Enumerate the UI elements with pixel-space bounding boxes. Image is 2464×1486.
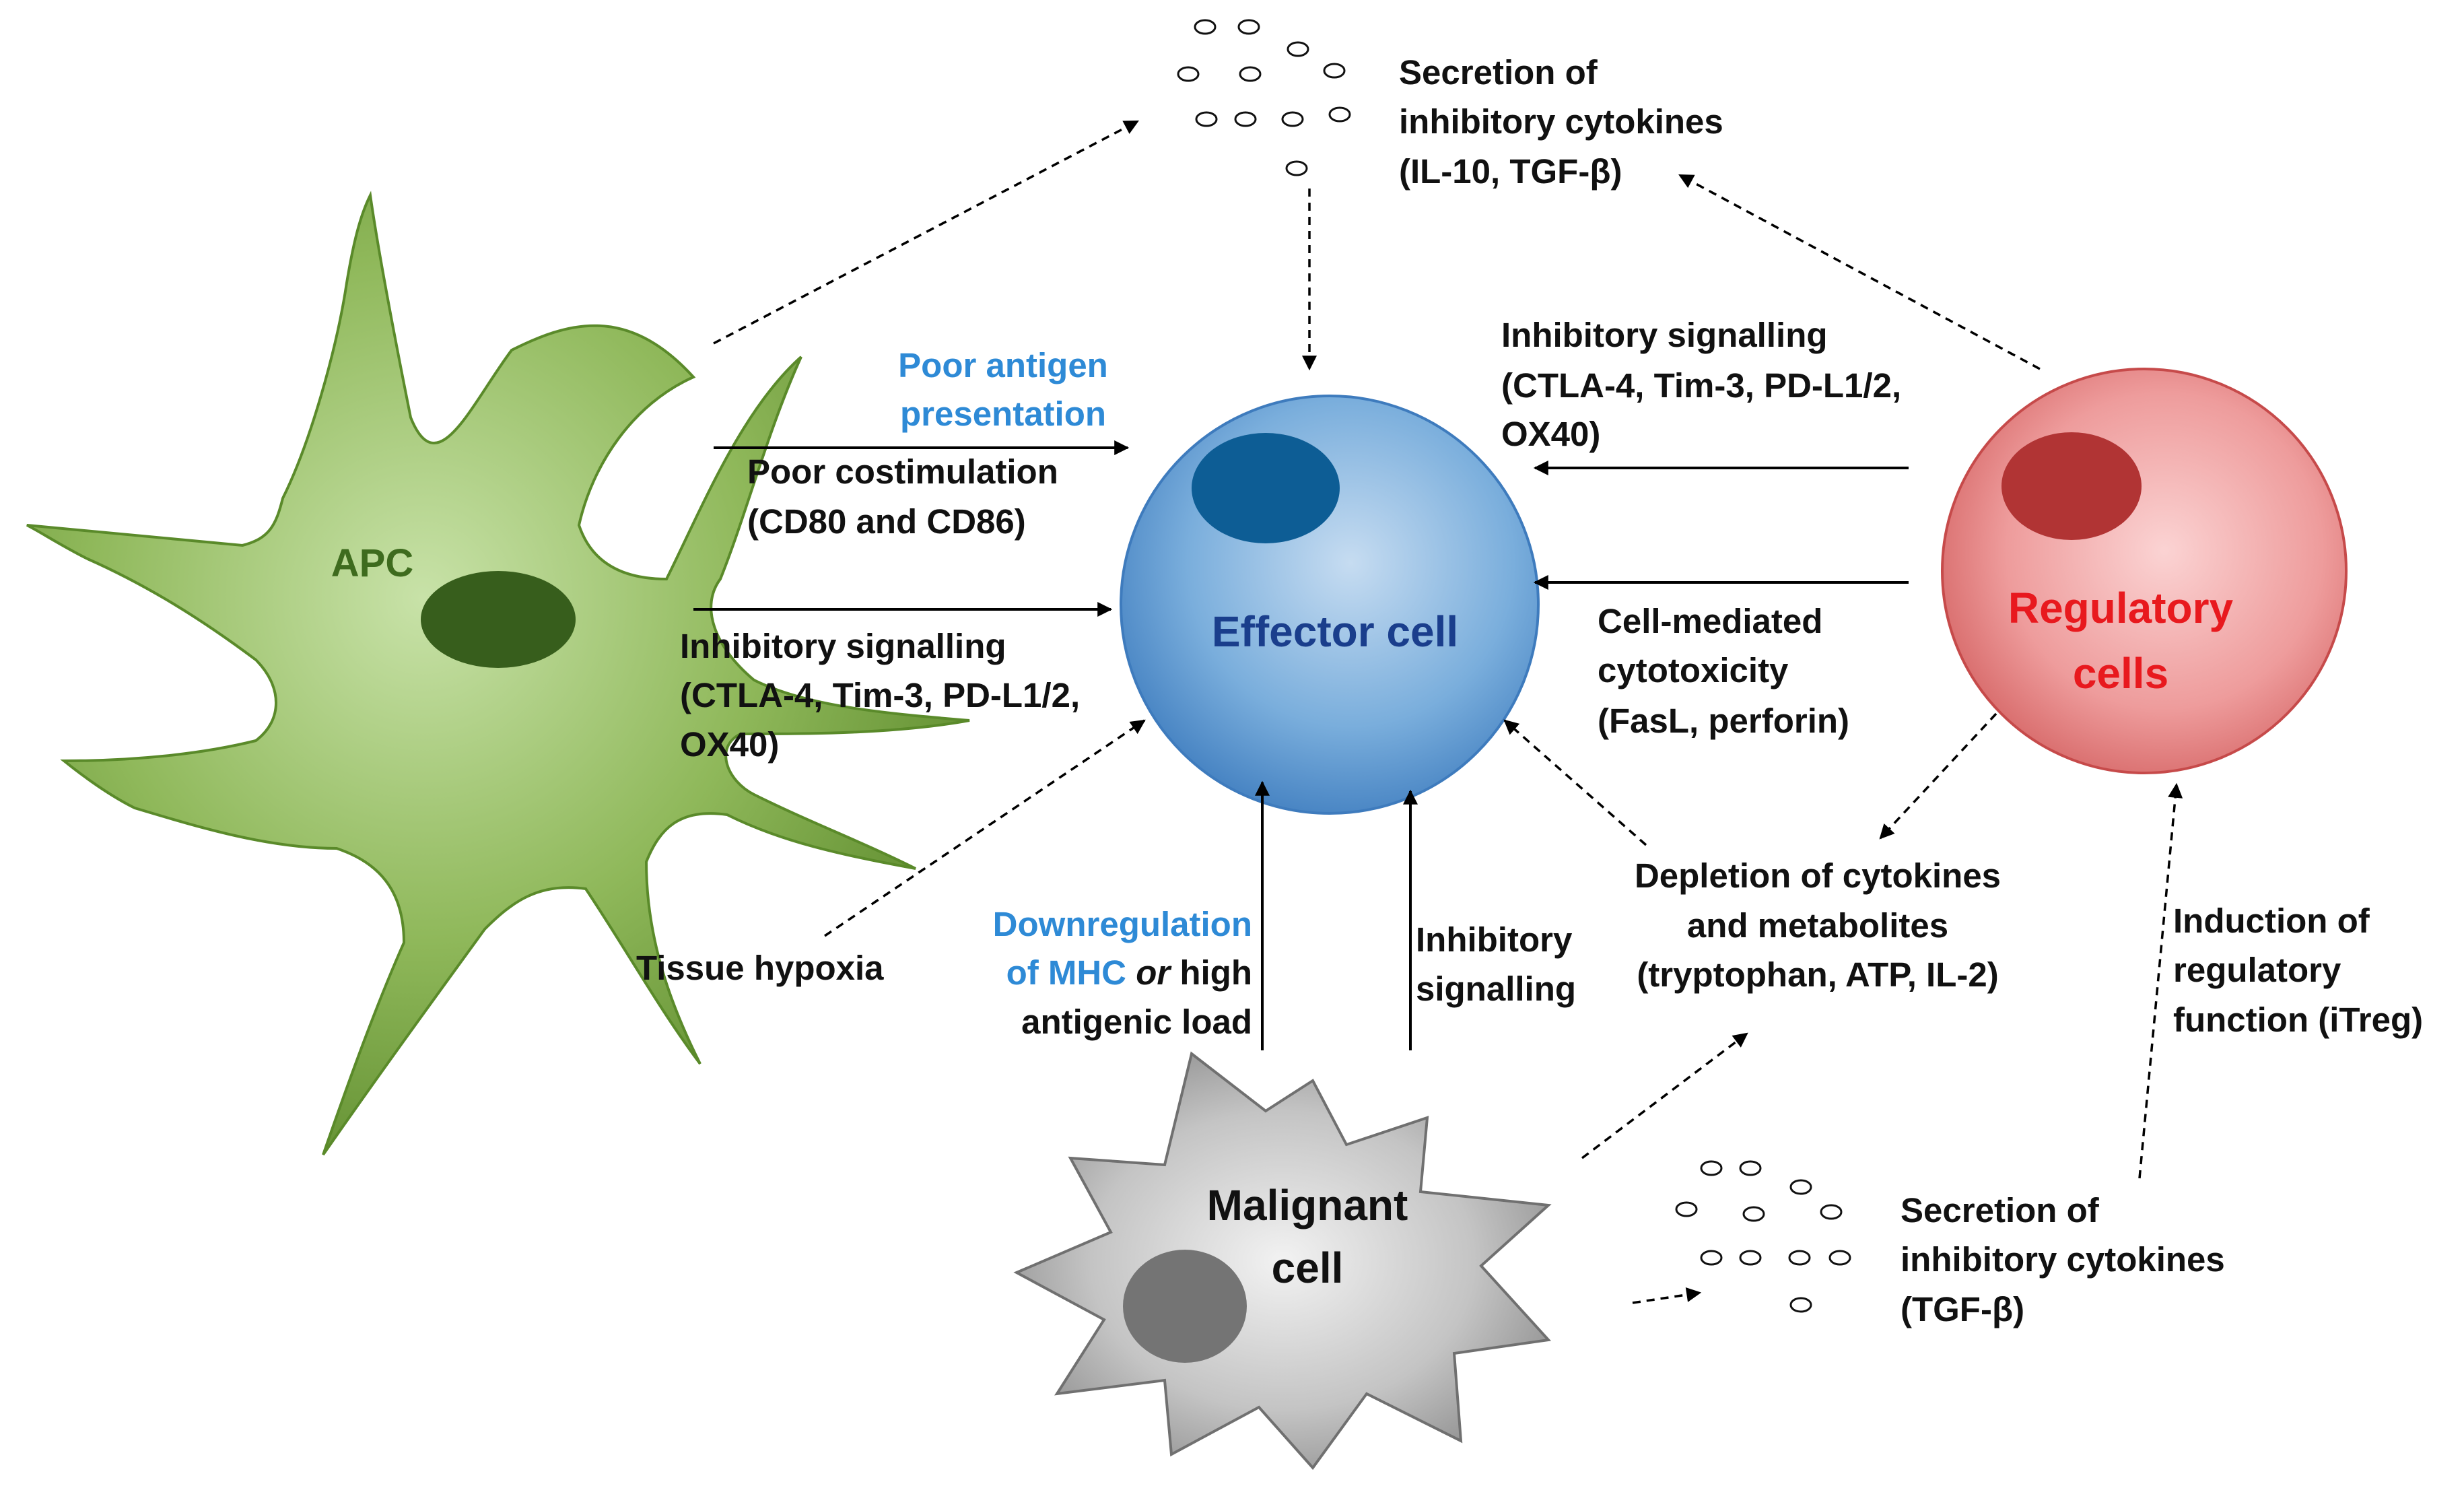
secretion-top-line2: inhibitory cytokines [1399,102,1723,141]
label-tissue-hypoxia: Tissue hypoxia [636,949,884,987]
secretion-bottom-line1: Secretion of [1901,1191,2100,1229]
downreg-line2-rest: high [1170,953,1252,992]
downreg-line2: of MHC or high [1006,953,1252,992]
secretion-top-line3: (IL-10, TGF-β) [1399,152,1622,191]
downreg-line3: antigenic load [1021,1003,1252,1041]
apc-inhib-line1: Inhibitory signalling [680,627,1006,665]
arrow-depletion-to-effector [1503,719,1647,846]
depletion-line1: Depletion of cytokines [1635,856,2001,895]
arrow-hypoxia-to-effector [824,719,1146,937]
secretion-bottom-line3: (TGF-β) [1901,1290,2024,1328]
regulatory-cell-icon [1941,368,2348,774]
label-secretion-bottom: Secretion of inhibitory cytokines (TGF-β… [1901,1191,2225,1328]
secretion-bottom-line2: inhibitory cytokines [1901,1240,2225,1279]
apc-label: APC [331,541,413,585]
label-secretion-top: Secretion of inhibitory cytokines (IL-10… [1399,53,1723,191]
downreg-line2-italic: or [1136,953,1172,992]
apc-cell-icon [26,191,970,1156]
downreg-line2-blue: of MHC [1006,953,1136,992]
reg-inhib-line3: OX40) [1501,415,1600,453]
label-poor-antigen: Poor antigen presentation [898,346,1108,433]
label-reg-inhibitory: Inhibitory signalling (CTLA-4, Tim-3, PD… [1501,316,1901,453]
arrow-reg-to-cytokines [1678,174,2041,370]
regulatory-cell: Regulatory cells [1941,368,2348,774]
depletion-line3: (tryptophan, ATP, IL-2) [1637,955,1998,994]
arrow-apc-to-cytokines [713,120,1139,345]
induction-line3: function (iTreg) [2173,1001,2423,1039]
depletion-line2: and metabolites [1687,906,1948,945]
malignant-cell-icon [1013,1051,1552,1471]
label-cytotoxicity: Cell-mediated cytotoxicity (FasL, perfor… [1598,602,1849,740]
apc-inhib-line2: (CTLA-4, Tim-3, PD-L1/2, [680,676,1080,714]
label-malignant-inhibitory: Inhibitory signalling [1416,920,1576,1008]
label-depletion: Depletion of cytokines and metabolites (… [1635,856,2001,994]
malig-inhib-line1: Inhibitory [1416,920,1573,959]
secretion-top-line1: Secretion of [1399,53,1598,92]
regulatory-label-line1: Regulatory [2008,584,2234,632]
arrow-malignant-to-cytokines [1632,1287,1702,1304]
arrow-cytokines-to-reg [2138,782,2183,1179]
poor-antigen-line1: Poor antigen [898,346,1108,384]
apc-cell: APC [26,191,970,1156]
induction-line2: regulatory [2173,951,2341,989]
poor-costim-line1: Poor costimulation [747,452,1058,491]
malignant-cell: Malignant cell [1013,1051,1552,1471]
poor-antigen-line2: presentation [900,395,1106,433]
dashed-arrows [713,120,2183,1304]
malignant-nucleus [1123,1250,1247,1363]
effector-nucleus [1192,433,1340,543]
reg-inhib-line2: (CTLA-4, Tim-3, PD-L1/2, [1501,366,1901,405]
cytokine-dots-icon [1177,19,1351,176]
effector-cell: Effector cell [1120,395,1540,815]
malignant-label-line2: cell [1272,1244,1344,1292]
malig-inhib-line2: signalling [1416,970,1576,1008]
cytotox-line2: cytotoxicity [1598,651,1789,689]
effector-cell-icon [1120,395,1540,815]
label-induction: Induction of regulatory function (iTreg) [2173,902,2423,1039]
induction-line1: Induction of [2173,902,2370,940]
label-poor-costimulation: Poor costimulation (CD80 and CD86) [747,452,1058,541]
solid-arrows [693,440,1909,1050]
label-downregulation: Downregulation of MHC or high antigenic … [993,905,1252,1041]
arrow-malignant-to-depletion [1581,1032,1748,1159]
arrow-reg-to-depletion [1879,712,1997,840]
reg-inhib-line1: Inhibitory signalling [1501,316,1828,354]
label-apc-inhibitory: Inhibitory signalling (CTLA-4, Tim-3, PD… [680,627,1080,764]
apc-nucleus [421,571,576,668]
malignant-label-line1: Malignant [1207,1181,1408,1229]
cytokine-dots-icon [1675,1160,1851,1313]
regulatory-label-line2: cells [2073,649,2168,698]
poor-costim-line2: (CD80 and CD86) [747,502,1026,541]
effector-label: Effector cell [1212,607,1458,656]
cytotox-line3: (FasL, perforin) [1598,702,1849,740]
apc-inhib-line3: OX40) [680,725,779,764]
downreg-line1: Downregulation [993,905,1252,943]
cytotox-line1: Cell-mediated [1598,602,1822,640]
regulatory-nucleus [2001,432,2142,540]
